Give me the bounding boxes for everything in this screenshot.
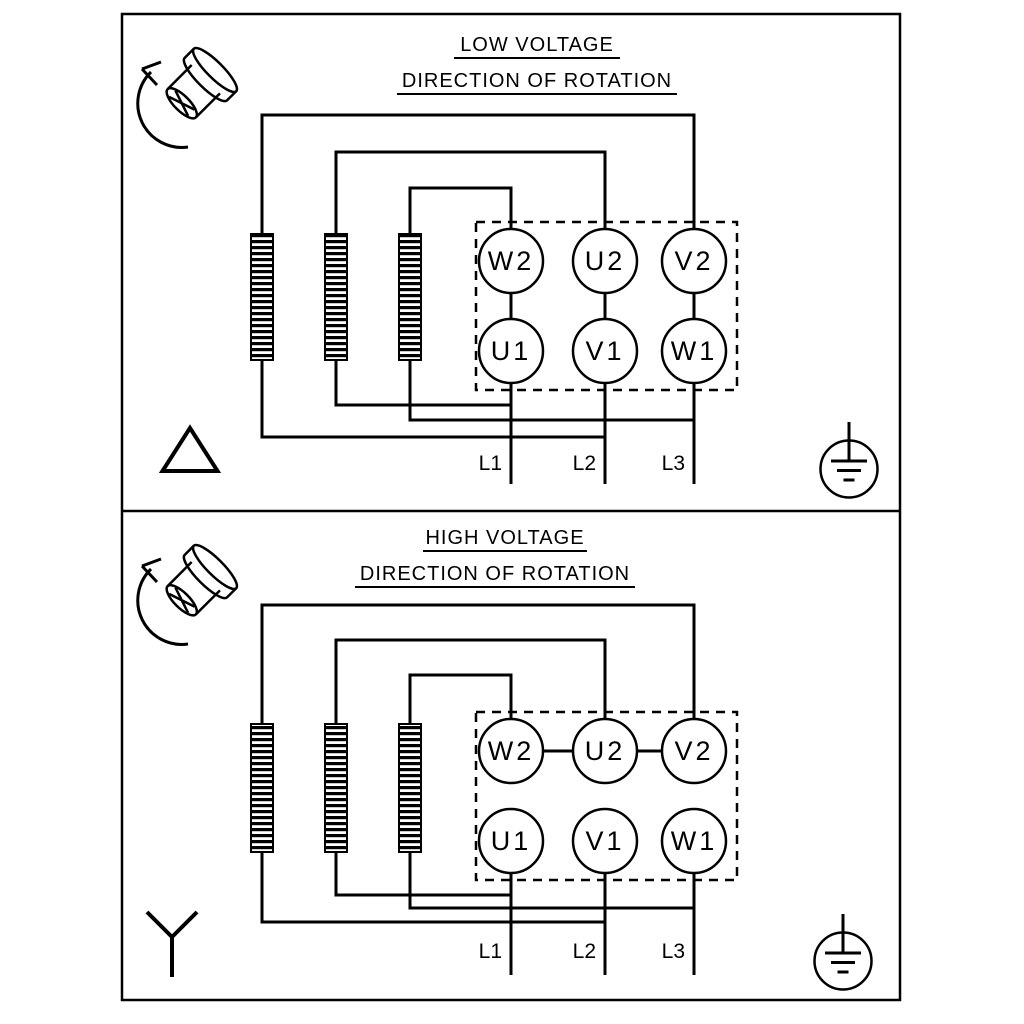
supply-label-l2: L2 <box>573 452 596 475</box>
supply-label-l3: L3 <box>662 452 685 475</box>
phase-wire-w <box>408 186 694 422</box>
supply-label-l3: L3 <box>662 940 685 963</box>
terminal-board <box>474 710 739 882</box>
terminal-circle <box>477 227 545 295</box>
supply-label-l1: L1 <box>479 452 502 475</box>
terminal-w2: W2 <box>477 717 545 785</box>
panel-title: LOW VOLTAGE <box>460 34 614 56</box>
terminal-circle <box>660 227 728 295</box>
supply-label-l1: L1 <box>479 940 502 963</box>
delta-symbol-icon <box>158 424 222 473</box>
terminal-label: V2 <box>674 736 713 766</box>
phase-wire-u <box>334 150 607 407</box>
supply-label-l2: L2 <box>573 940 596 963</box>
terminal-u2: U2 <box>571 227 639 295</box>
terminal-label: U2 <box>585 246 626 276</box>
winding-2 <box>324 723 348 853</box>
terminal-label: V1 <box>585 826 624 856</box>
terminal-v1: V1 <box>571 317 639 385</box>
panel-title: HIGH VOLTAGE <box>425 527 584 549</box>
terminal-circle <box>571 227 639 295</box>
terminal-circle <box>477 717 545 785</box>
terminal-label: V1 <box>585 336 624 366</box>
terminal-label: W2 <box>488 736 535 766</box>
terminal-board <box>474 220 739 392</box>
terminal-v2: V2 <box>660 227 728 295</box>
winding-2 <box>324 233 348 361</box>
phase-wire-v <box>260 603 696 924</box>
winding-3 <box>398 233 422 361</box>
terminal-u1: U1 <box>477 807 545 875</box>
earth-ground-icon <box>819 420 879 499</box>
diagram-border <box>120 12 902 1002</box>
phase-wire-w <box>408 673 694 910</box>
rotation-direction-icon <box>136 538 244 646</box>
low-voltage-panel: LOW VOLTAGE DIRECTION OF ROTATION W2 U2 <box>136 34 879 499</box>
terminal-label: W2 <box>488 246 535 276</box>
terminal-label: V2 <box>674 246 713 276</box>
earth-ground-icon <box>813 912 873 991</box>
terminal-v2: V2 <box>660 717 728 785</box>
panel-subtitle: DIRECTION OF ROTATION <box>402 70 672 92</box>
terminal-label: U1 <box>491 826 532 856</box>
phase-wire-v <box>260 113 696 439</box>
terminal-circle <box>571 717 639 785</box>
high-voltage-panel: HIGH VOLTAGE DIRECTION OF ROTATION W2 U2 <box>136 527 873 991</box>
terminal-label: W1 <box>671 336 718 366</box>
phase-wire-u <box>334 638 607 897</box>
terminal-w1: W1 <box>660 807 728 875</box>
terminal-label: W1 <box>671 826 718 856</box>
terminal-u1: U1 <box>477 317 545 385</box>
winding-1 <box>250 233 274 361</box>
star-symbol-icon <box>145 910 199 977</box>
terminal-label: U2 <box>585 736 626 766</box>
terminal-w2: W2 <box>477 227 545 295</box>
terminal-circle <box>660 717 728 785</box>
panel-subtitle: DIRECTION OF ROTATION <box>360 563 630 585</box>
terminal-w1: W1 <box>660 317 728 385</box>
terminal-v1: V1 <box>571 807 639 875</box>
winding-3 <box>398 723 422 853</box>
rotation-direction-icon <box>136 41 244 149</box>
terminal-label: U1 <box>491 336 532 366</box>
terminal-u2: U2 <box>571 717 639 785</box>
winding-1 <box>250 723 274 853</box>
